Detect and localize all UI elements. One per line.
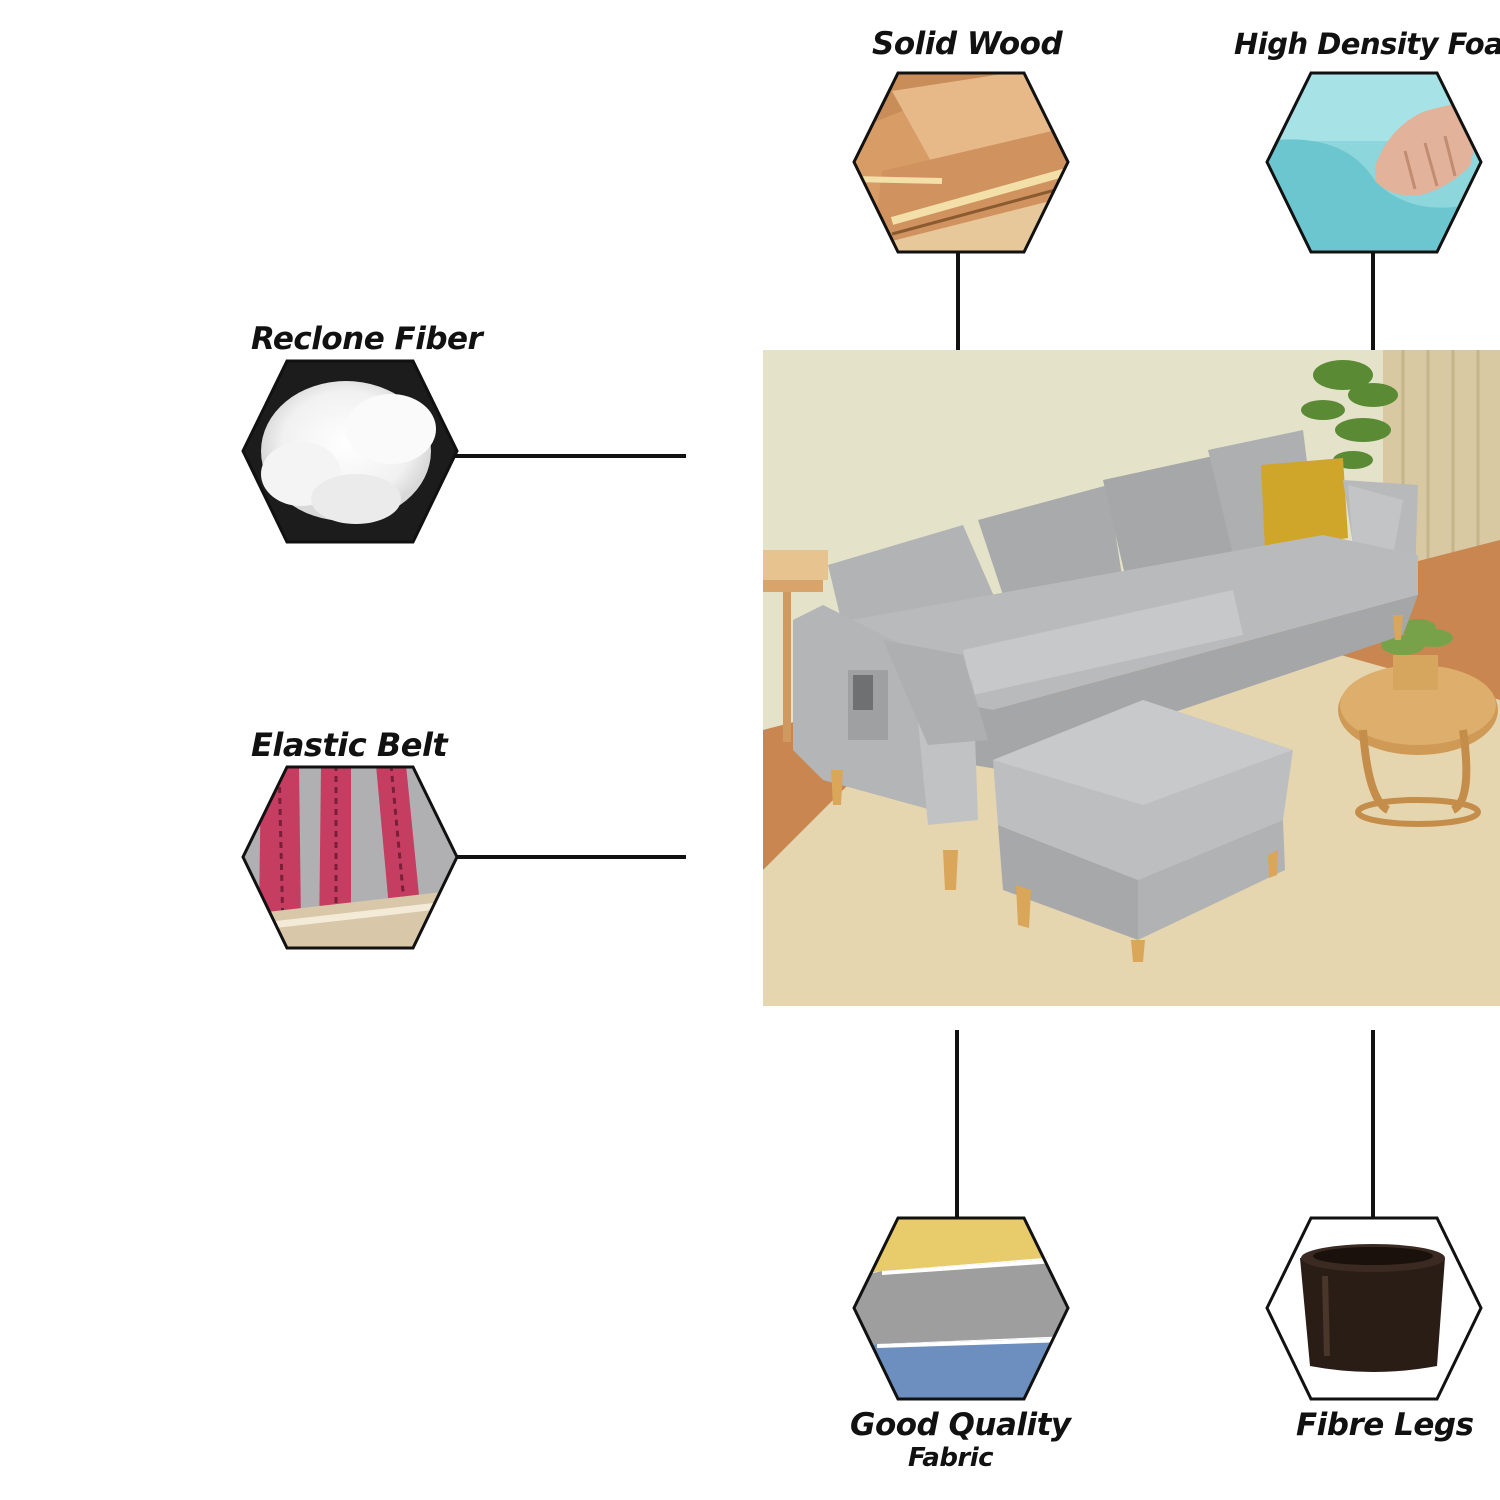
label-fibre-legs: Fibre Legs — [1296, 1407, 1474, 1443]
sofa-product-image — [763, 350, 1500, 1006]
foam-block-icon — [1265, 71, 1483, 254]
fiber-fluff-icon — [241, 359, 459, 544]
label-good-quality: Good Quality — [850, 1407, 1071, 1443]
connector-high-density-foam — [1371, 252, 1375, 350]
connector-solid-wood — [956, 252, 960, 350]
label-elastic-belt: Elastic Belt — [251, 726, 448, 764]
connector-fabric — [955, 1030, 959, 1218]
elastic-belt-icon — [241, 765, 459, 950]
fabric-swatch-icon — [852, 1216, 1070, 1401]
wood-planks-icon — [852, 71, 1070, 254]
connector-elastic-belt — [455, 855, 686, 859]
sofa-leg-icon — [1265, 1216, 1483, 1401]
connector-reclone-fiber — [455, 454, 686, 458]
label-solid-wood: Solid Wood — [872, 26, 1063, 62]
label-reclone-fiber: Reclone Fiber — [251, 321, 483, 357]
connector-fibre-legs — [1371, 1030, 1375, 1218]
label-fabric: Fabric — [908, 1443, 994, 1473]
label-high-density-foam: High Density Foam — [1234, 27, 1500, 61]
